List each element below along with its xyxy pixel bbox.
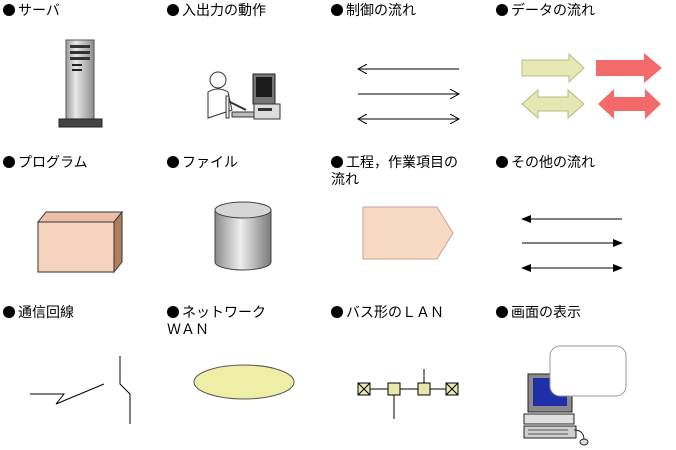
file-cylinder-icon <box>214 201 272 271</box>
bullet-icon <box>3 156 15 168</box>
bullet-icon <box>496 4 508 16</box>
legend-label-data-flow: データの流れ <box>496 3 595 20</box>
bullet-icon <box>167 156 179 168</box>
program-box-icon <box>36 210 124 274</box>
legend-label-program: プログラム <box>3 155 88 172</box>
wan-ellipse-icon <box>193 364 295 400</box>
bullet-icon <box>331 4 343 16</box>
bus-lan-icon <box>357 369 459 419</box>
bullet-icon <box>331 306 343 318</box>
legend-label-control-flow: 制御の流れ <box>331 3 416 20</box>
legend-label-io: 入出力の動作 <box>167 3 266 20</box>
bullet-icon <box>167 4 179 16</box>
legend-label-other-flow: その他の流れ <box>496 155 595 172</box>
bullet-icon <box>3 4 15 16</box>
process-pentagon-icon <box>362 206 454 260</box>
computer-operator-icon <box>207 71 281 120</box>
bullet-icon <box>496 156 508 168</box>
other-flow-arrows-icon <box>521 215 623 272</box>
bullet-icon <box>331 156 343 168</box>
legend-label-screen: 画面の表示 <box>496 305 581 322</box>
server-tower-icon <box>58 39 103 128</box>
legend-label-file: ファイル <box>167 155 238 172</box>
bullet-icon <box>3 306 15 318</box>
communication-line-icon <box>30 356 131 424</box>
data-flow-arrows-icon <box>521 52 662 120</box>
legend-label-comm-line: 通信回線 <box>3 305 74 322</box>
bullet-icon <box>167 306 179 318</box>
control-flow-arrows-icon <box>358 69 459 119</box>
legend-label-process: 工程，作業項目の 流れ <box>331 155 458 188</box>
legend-label-bus-lan: バス形のＬＡＮ <box>331 305 444 322</box>
bullet-icon <box>496 306 508 318</box>
legend-label-wan: ネットワーク ＷＡＮ <box>167 305 266 338</box>
legend-label-server: サーバ <box>3 3 60 20</box>
screen-display-icon <box>523 345 627 446</box>
